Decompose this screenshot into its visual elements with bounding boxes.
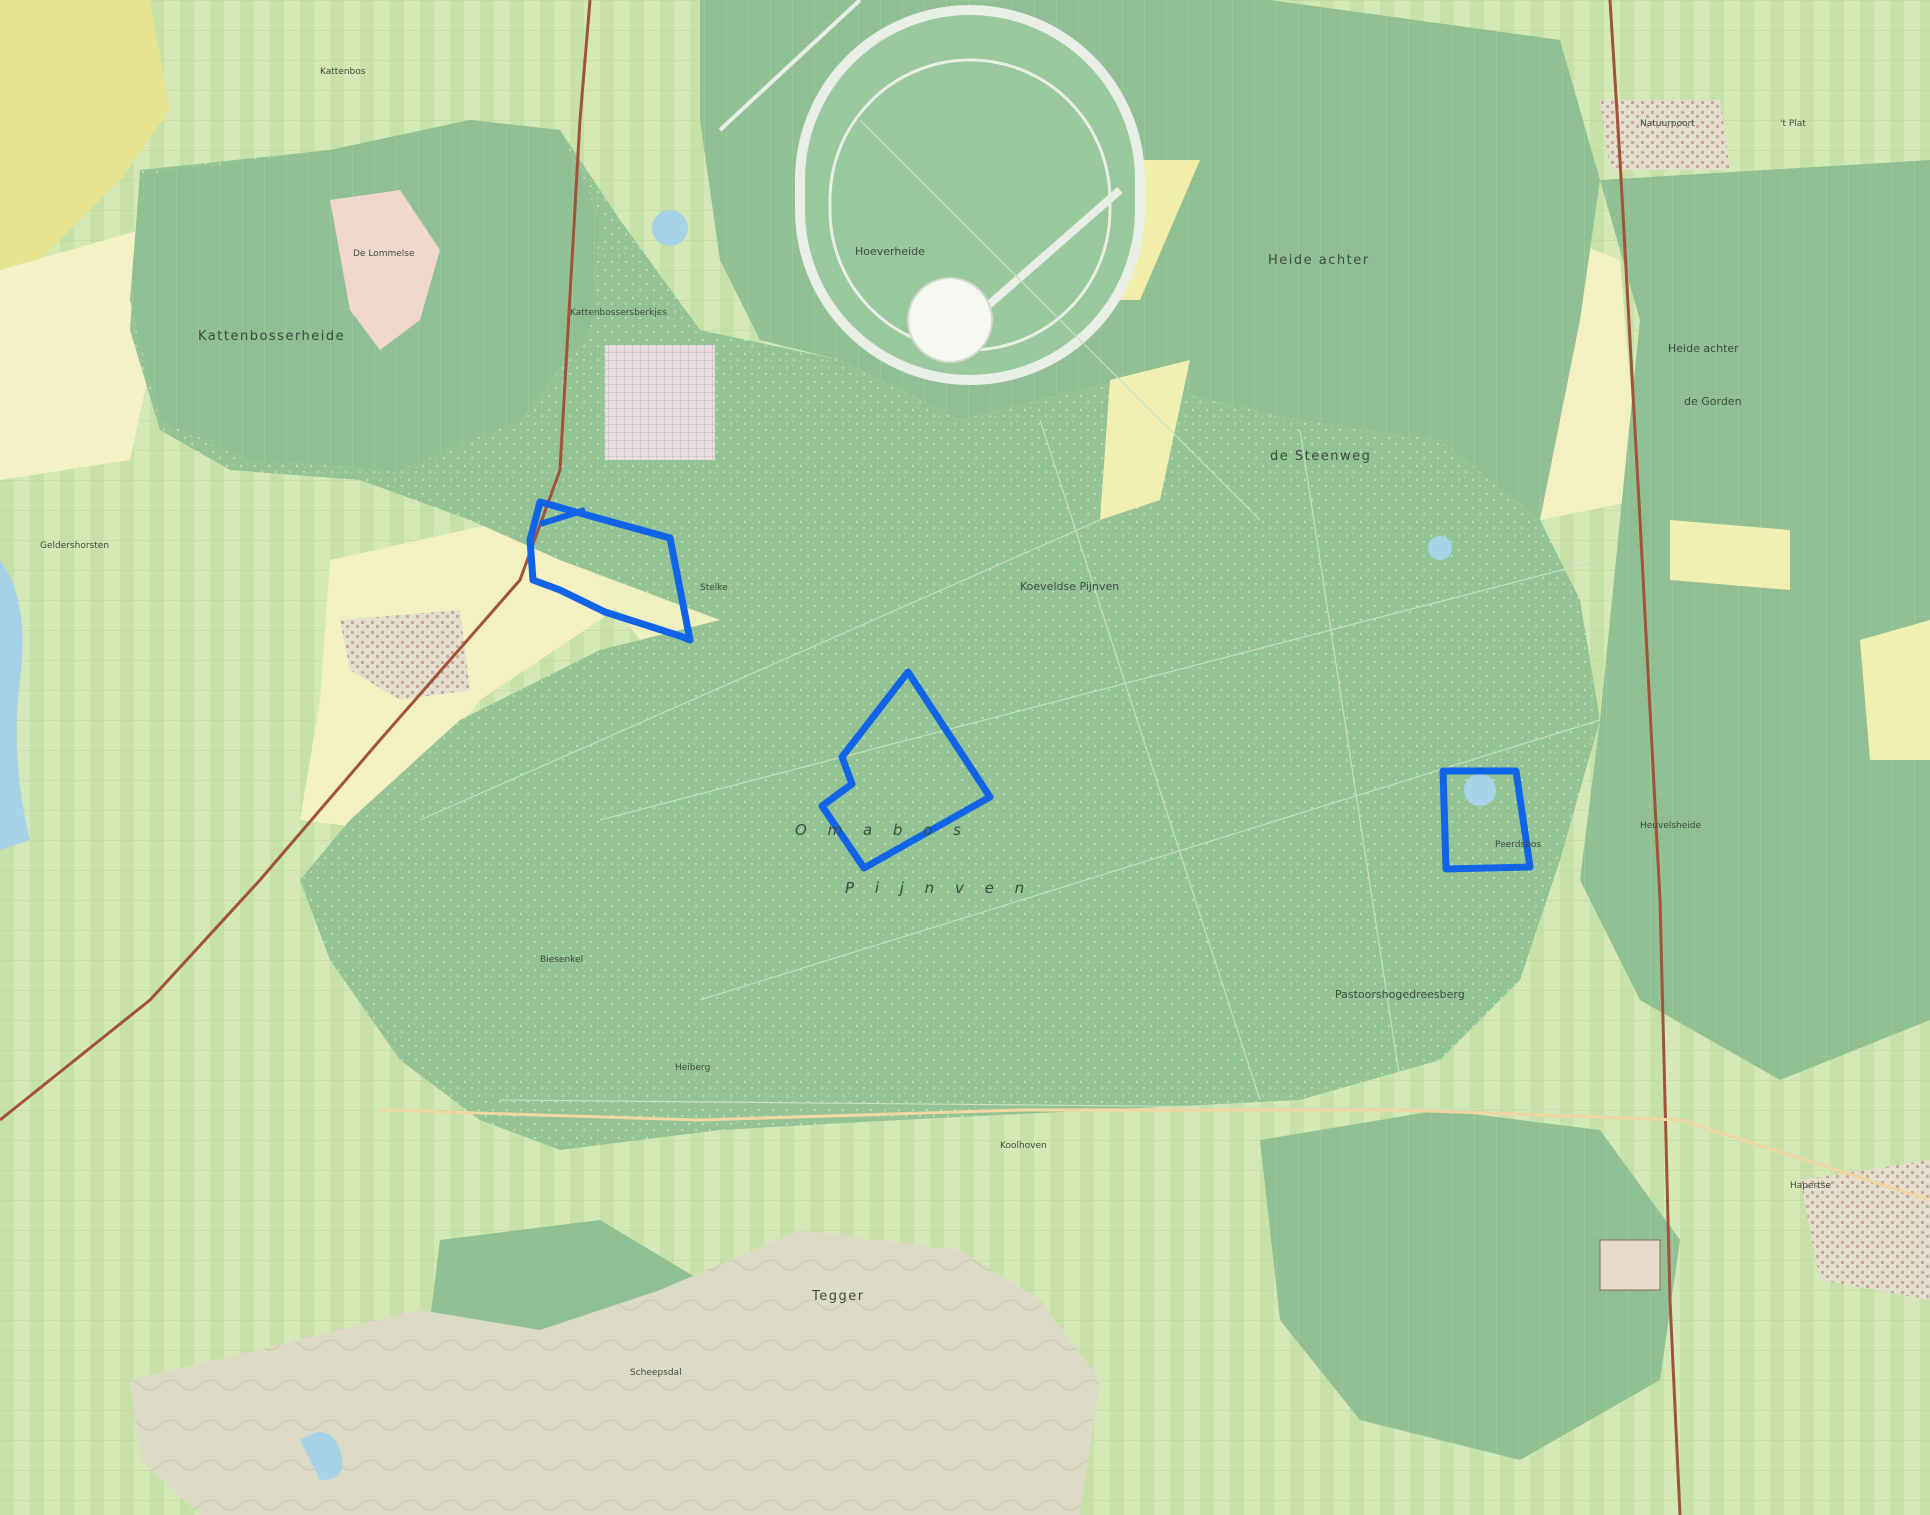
label-de-steenweg: de Steenweg	[1270, 449, 1371, 464]
pond-tegger	[300, 1432, 343, 1480]
label-hoeverheide: Hoeverheide	[855, 245, 925, 258]
label-geldershorsten: Geldershorsten	[40, 541, 109, 551]
boundary-area-east[interactable]	[1439, 767, 1534, 873]
road-south	[379, 1108, 1930, 1202]
label-heuvelsheide: Heuvelsheide	[1640, 821, 1702, 831]
built-up-southeast	[1800, 1160, 1930, 1300]
label-pastoorsberg: Pastoorshogedreesberg	[1335, 988, 1465, 1001]
label-tegger: Tegger	[811, 1289, 865, 1304]
field-strip-3	[1670, 520, 1790, 590]
label-oude-pijnven-2: P i j n v e n	[845, 879, 1032, 897]
label-plasje: 't Plat	[1780, 119, 1806, 129]
label-heide-achter-1: Heide achter	[1268, 253, 1370, 268]
field-strip-2	[1100, 360, 1190, 520]
built-up-west	[340, 610, 470, 700]
road-main-east	[1608, 0, 1682, 1515]
label-lommelse: De Lommelse	[353, 249, 415, 259]
label-biesenkel: Biesenkel	[540, 955, 583, 965]
label-heiberg: Heiberg	[675, 1063, 710, 1073]
forest-southeast	[1260, 1110, 1680, 1460]
pond-east	[1428, 536, 1452, 560]
solar-field	[605, 345, 715, 460]
label-oude-pijnven-1: O m a b o s	[795, 821, 969, 839]
label-koolhoven: Koolhoven	[1000, 1141, 1047, 1151]
boundary-area-center[interactable]	[818, 668, 994, 872]
building-block	[1599, 1239, 1661, 1291]
boundary-area-west[interactable]	[526, 498, 694, 644]
label-hapert: Hapertse	[1790, 1181, 1831, 1191]
forest-tracks	[419, 119, 1601, 1111]
label-kattenbosserberkjes: Kattenbossersberkjes	[570, 308, 667, 318]
forest-east	[1580, 160, 1930, 1080]
canal-west	[0, 560, 30, 850]
yellow-field-nw	[0, 0, 170, 270]
racetrack	[795, 5, 1145, 385]
heathland-lommel	[330, 190, 440, 350]
label-kattenbos: Kattenbos	[320, 67, 366, 77]
map-labels: Heide achter Heide achter de Gorden de S…	[40, 67, 1831, 1378]
road-main-west	[0, 0, 592, 1122]
label-peerdsbos: Peerdsbos	[1495, 840, 1541, 850]
field-strip-4	[1860, 620, 1930, 760]
label-koeveldse-pijnven: Koeveldse Pijnven	[1020, 580, 1119, 593]
label-natuurpoort: Natuurpoort	[1640, 119, 1695, 129]
pond-north	[652, 210, 688, 246]
road-racetrack-access	[718, 0, 862, 132]
label-stelke: Stelke	[700, 583, 728, 593]
tegger-hills	[130, 1230, 1100, 1515]
label-kattenbosserheide: Kattenbosserheide	[198, 329, 345, 344]
open-field-west	[0, 230, 160, 480]
label-de-gorden: de Gorden	[1684, 395, 1742, 408]
label-heide-achter-2: Heide achter	[1668, 342, 1739, 355]
pond-boundary-east	[1464, 774, 1496, 806]
boundary-area-west-inner	[539, 507, 586, 527]
label-scheepsdal: Scheepsdal	[630, 1368, 682, 1378]
built-up-northeast	[1600, 100, 1730, 170]
